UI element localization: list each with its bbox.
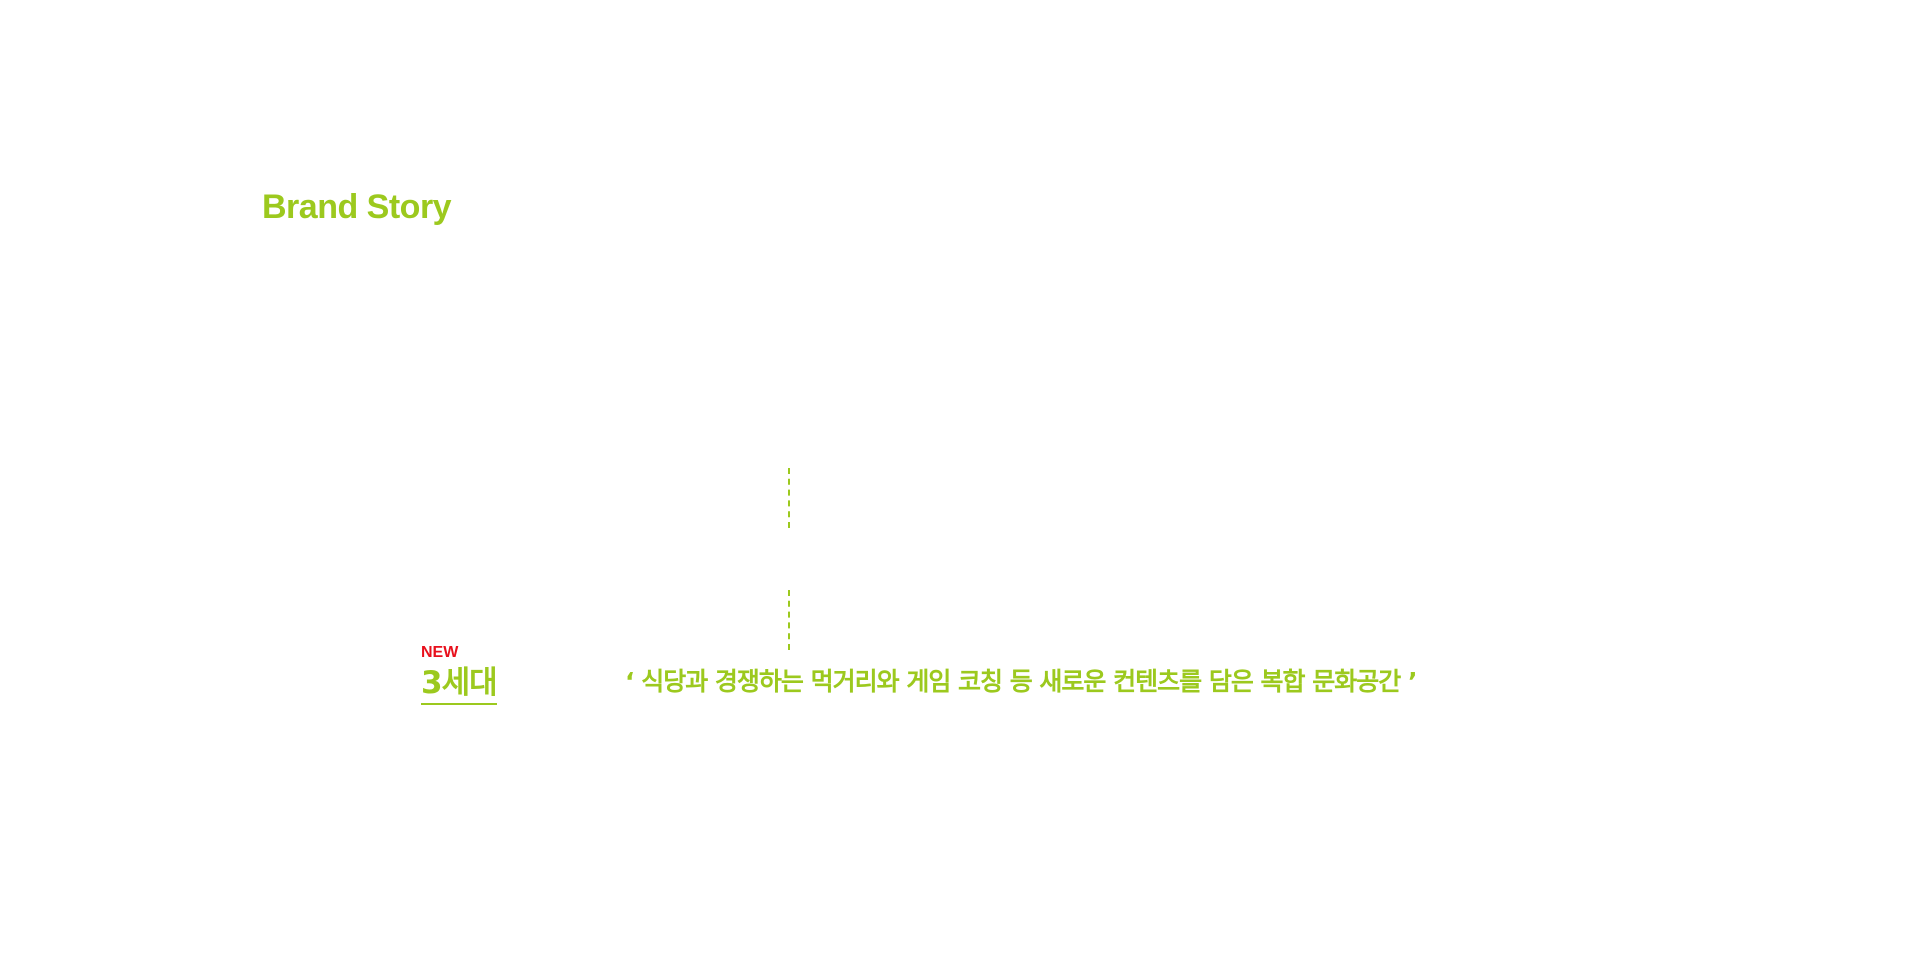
section-title: Brand Story [262, 188, 452, 226]
dashed-divider-top [788, 468, 790, 528]
dashed-divider-bottom [788, 590, 790, 650]
new-badge: NEW [421, 644, 459, 661]
generation-label: 3세대 [421, 664, 498, 705]
brand-tagline: ‘ 식당과 경쟁하는 먹거리와 게임 코칭 등 새로운 컨텐츠를 담은 복합 문… [625, 667, 1417, 696]
generation-block: NEW 3세대 [421, 644, 498, 705]
